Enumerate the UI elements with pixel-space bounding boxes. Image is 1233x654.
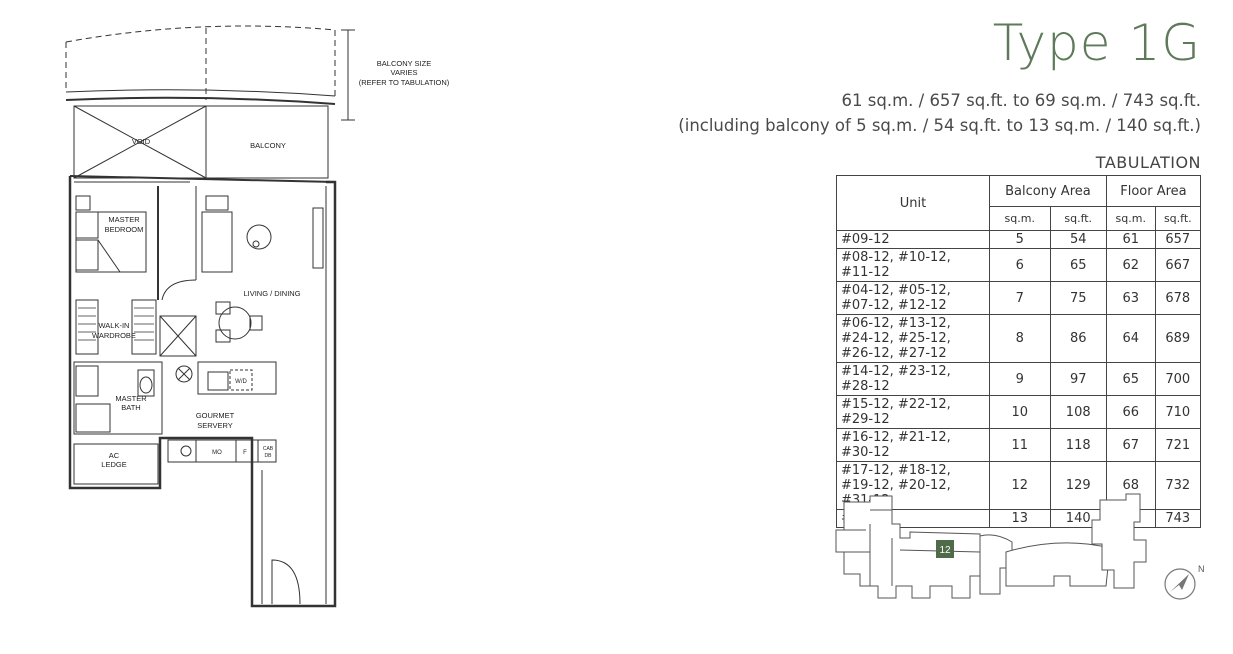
servery-label-2: SERVERY (197, 421, 233, 430)
table-row: #16-12, #21-12, #30-12 11 118 67 721 (836, 428, 1202, 462)
ac-ledge-label-2: LEDGE (101, 460, 126, 469)
fridge-label: F (243, 450, 247, 456)
living-dining-label: LIVING / DINING (243, 289, 300, 298)
unit-marker-text: 12 (939, 545, 951, 556)
area-range-text: 61 sq.m. / 657 sq.ft. to 69 sq.m. / 743 … (841, 91, 1201, 110)
balcony-sqm-cell: 7 (989, 281, 1051, 315)
table-row: #04-12, #05-12, #07-12, #12-12 7 75 63 6… (836, 281, 1202, 315)
keyplan-center-block (979, 534, 1013, 595)
balcony-sqm-cell: 5 (989, 230, 1051, 249)
unit-cell: #04-12, #05-12, #07-12, #12-12 (836, 281, 990, 315)
balcony-sqft-cell: 108 (1049, 395, 1107, 429)
tabulation-heading: TABULATION (1095, 153, 1201, 172)
balcony-sqft-cell: 54 (1049, 230, 1107, 249)
tabulation-table: Unit Balcony Area Floor Area sq.m. sq.ft… (836, 175, 1202, 528)
floor-sqft-cell: 732 (1154, 461, 1202, 510)
table-row: #06-12, #13-12, #24-12, #25-12, #26-12, … (836, 314, 1202, 363)
balcony-sqft-cell: 75 (1049, 281, 1107, 315)
balcony-sqft-cell: 97 (1049, 362, 1107, 396)
master-bedroom-label-2: BEDROOM (105, 225, 144, 234)
unit-cell: #06-12, #13-12, #24-12, #25-12, #26-12, … (836, 314, 990, 363)
floor-sqft-cell: 710 (1154, 395, 1202, 429)
walk-in-label-2: WARDROBE (92, 331, 136, 340)
floor-sqm-cell: 61 (1105, 230, 1156, 249)
master-bath-label-1: MASTER (115, 394, 147, 403)
balcony-sqft-cell: 118 (1049, 428, 1107, 462)
floor-sqft-cell: 743 (1154, 509, 1202, 528)
sub-sqft-header: sq.ft. (1049, 206, 1107, 231)
balcony-sqft-cell: 86 (1049, 314, 1107, 363)
sub-sqm-header: sq.m. (989, 206, 1051, 231)
table-row: #15-12, #22-12, #29-12 10 108 66 710 (836, 395, 1202, 429)
col-floor-header: Floor Area (1105, 175, 1202, 207)
unit-cell: #15-12, #22-12, #29-12 (836, 395, 990, 429)
col-unit-header: Unit (836, 175, 990, 231)
balcony-sqft-cell: 129 (1049, 461, 1107, 510)
floor-sqm-cell: 62 (1105, 248, 1156, 282)
master-bedroom-label-1: MASTER (108, 215, 140, 224)
keyplan-middle-block (1005, 542, 1111, 587)
keyplan-left-block (835, 495, 981, 599)
floor-sqm-cell: 63 (1105, 281, 1156, 315)
floor-sqft-cell: 721 (1154, 428, 1202, 462)
sub-sqft-header: sq.ft. (1154, 206, 1202, 231)
floor-sqm-cell: 67 (1105, 428, 1156, 462)
unit-cell: #08-12, #10-12, #11-12 (836, 248, 990, 282)
floor-sqm-cell: 64 (1105, 314, 1156, 363)
cab-label-2: DB (265, 453, 273, 459)
floor-sqft-cell: 700 (1154, 362, 1202, 396)
balcony-sqft-cell: 65 (1049, 248, 1107, 282)
floor-sqft-cell: 678 (1154, 281, 1202, 315)
master-bath-label-2: BATH (121, 403, 140, 412)
balcony-curve-outline (65, 25, 336, 43)
unit-marker-box (936, 540, 954, 558)
unit-cell: #16-12, #21-12, #30-12 (836, 428, 990, 462)
sub-sqm-header: sq.m. (1105, 206, 1156, 231)
compass-north-label: N (1198, 564, 1205, 574)
page-title: Type 1G (992, 14, 1201, 72)
servery-label-1: GOURMET (196, 411, 235, 420)
walk-in-label-1: WALK-IN (99, 321, 130, 330)
wd-label: W/D (235, 379, 247, 385)
keyplan-right-block (1091, 493, 1147, 589)
floor-sqft-cell: 657 (1154, 230, 1202, 249)
table-row: #09-12 5 54 61 657 (836, 230, 1202, 249)
balcony-sqm-cell: 8 (989, 314, 1051, 363)
unit-cell: #14-12, #23-12, #28-12 (836, 362, 990, 396)
balcony-range-text: (including balcony of 5 sq.m. / 54 sq.ft… (678, 116, 1201, 135)
balcony-note-line2: VARIES (391, 68, 418, 77)
void-label: VOID (132, 137, 151, 146)
balcony-label: BALCONY (250, 141, 286, 150)
cab-label-1: CAB (263, 446, 274, 452)
unit-cell: #09-12 (836, 230, 990, 249)
balcony-sqm-cell: 9 (989, 362, 1051, 396)
balcony-note-line1: BALCONY SIZE (377, 59, 431, 68)
key-plan: 12 (835, 493, 1147, 599)
floor-sqm-cell: 66 (1105, 395, 1156, 429)
balcony-note-line3: (REFER TO TABULATION) (359, 78, 450, 87)
balcony-sqm-cell: 11 (989, 428, 1051, 462)
table-row: #14-12, #23-12, #28-12 9 97 65 700 (836, 362, 1202, 396)
col-balcony-header: Balcony Area (989, 175, 1107, 207)
floor-sqm-cell: 65 (1105, 362, 1156, 396)
mo-label: MO (212, 450, 222, 456)
balcony-sqm-cell: 13 (989, 509, 1051, 528)
table-row: #08-12, #10-12, #11-12 6 65 62 667 (836, 248, 1202, 282)
balcony-sqm-cell: 10 (989, 395, 1051, 429)
floor-plan: BALCONY SIZE VARIES (REFER TO TABULATION… (65, 25, 450, 608)
balcony-sqm-cell: 6 (989, 248, 1051, 282)
unit-cell: #17-12, #18-12, #19-12, #20-12, #31-12 (836, 461, 990, 510)
ac-ledge-label-1: AC (109, 451, 120, 460)
floor-sqft-cell: 667 (1154, 248, 1202, 282)
floor-sqft-cell: 689 (1154, 314, 1202, 363)
compass-icon: N (1164, 564, 1205, 600)
